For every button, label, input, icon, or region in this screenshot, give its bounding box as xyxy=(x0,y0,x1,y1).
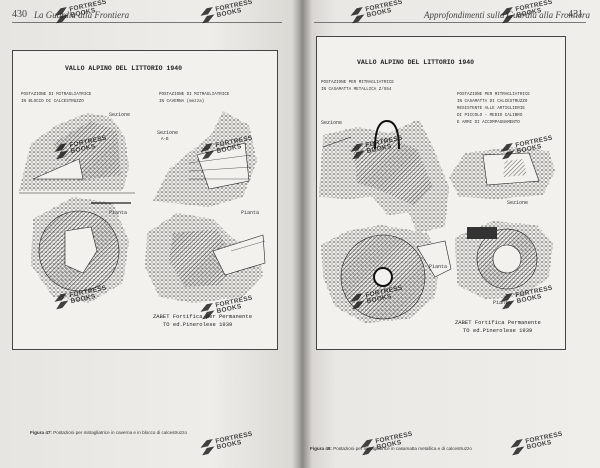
fortress-books-icon xyxy=(53,143,70,160)
plate-credit: TO ed.Pinerolese 1939 xyxy=(463,327,533,334)
label-postazione: POSTAZIONE PER MITRAGLIATRICE xyxy=(457,93,530,97)
caption-label: Figura 48: xyxy=(310,446,332,451)
label-postazione: POSTAZIONE DI MITRAGLIATRICE xyxy=(21,93,92,97)
label-postazione: IN CASAMATTA DI CALCESTRUZZO xyxy=(457,100,528,104)
fortress-books-icon xyxy=(499,143,516,160)
fortress-books-icon xyxy=(53,293,70,310)
fortification-drawing xyxy=(319,119,555,323)
label-sezione: Sezione xyxy=(109,112,131,118)
plate-credit: ZABET Fortifica Permanente xyxy=(455,319,541,326)
plate-title: VALLO ALPINO DEL LITTORIO 1940 xyxy=(357,59,475,66)
plate-credit: TO ed.Pinerolese 1939 xyxy=(163,321,233,328)
figure-plate: VALLO ALPINO DEL LITTORIO 1940 POSTAZION… xyxy=(316,36,566,350)
fortress-books-icon xyxy=(499,7,516,24)
fortress-books-icon xyxy=(199,143,216,160)
label-sezione: Sezione xyxy=(321,120,343,126)
plan-metal-drawing xyxy=(321,225,452,323)
fortress-books-icon xyxy=(349,7,366,24)
label-postazione: IN CASAMATTA METALLICA Z/554 xyxy=(321,88,392,92)
fortress-books-icon xyxy=(53,7,70,24)
caption-text: Postazioni per mitragliatrice in casamat… xyxy=(333,446,472,451)
label-postazione: DI PICCOLO - MEDIO CALIBRO xyxy=(457,114,523,118)
page-number: 431 xyxy=(568,9,583,20)
label-postazione: IN BLOCCO DI CALCESTRUZZO xyxy=(21,100,84,104)
book-gutter xyxy=(292,0,312,468)
section-block-drawing xyxy=(19,113,135,194)
fortress-books-icon xyxy=(199,439,216,456)
fortress-books-icon xyxy=(349,293,366,310)
label-postazione: POSTAZIONE PER MITRAGLIATRICE xyxy=(321,81,394,85)
running-head: La Guardia alla Frontiera xyxy=(34,10,130,20)
label-postazione: E ARMI DI ACCOMPAGNAMENTO xyxy=(457,121,520,125)
section-metal-drawing xyxy=(319,119,449,233)
page-number: 430 xyxy=(12,9,27,20)
plan-cavern-drawing xyxy=(145,213,266,303)
section-cavern-drawing xyxy=(153,111,257,207)
plan-block-drawing xyxy=(31,197,129,303)
header-rule xyxy=(12,22,282,23)
label-sezione: A-B xyxy=(161,138,169,142)
label-pianta: Pianta xyxy=(429,264,448,270)
caption-label: Figura 47: xyxy=(30,430,52,435)
figure-caption: Figura 47: Postazioni per mitragliatrice… xyxy=(30,430,187,435)
label-postazione: RESISTENTE ALLE ARTIGLIERIE xyxy=(457,107,525,111)
fortress-books-icon xyxy=(509,439,526,456)
left-page: 430 La Guardia alla Frontiera xyxy=(0,0,300,468)
label-pianta: Pianta xyxy=(493,300,512,306)
right-page: Approfondimenti sulla Guardia alla Front… xyxy=(300,0,600,468)
label-sezione: Sezione xyxy=(157,130,179,136)
running-head: Approfondimenti sulla Guardia alla Front… xyxy=(424,10,590,20)
fortress-books-icon xyxy=(199,303,216,320)
fortress-books-icon xyxy=(499,293,516,310)
plate-credit: ZABET Fortifica per Permanente xyxy=(153,313,253,320)
header-rule xyxy=(314,22,586,23)
fortress-books-icon xyxy=(199,7,216,24)
plan-concrete-drawing xyxy=(455,221,553,299)
fortress-books-icon xyxy=(349,143,366,160)
label-pianta: Pianta xyxy=(241,210,260,216)
plate-title: VALLO ALPINO DEL LITTORIO 1940 xyxy=(65,65,183,72)
caption-text: Postazioni per mitragliatrice in caverna… xyxy=(53,430,188,435)
fortress-books-icon xyxy=(359,439,376,456)
label-sezione: Sezione xyxy=(507,200,529,206)
figure-caption: Figura 48: Postazioni per mitragliatrice… xyxy=(310,446,472,451)
label-pianta: Pianta xyxy=(109,210,128,216)
fortification-drawing xyxy=(19,111,266,303)
label-postazione: POSTAZIONE DI MITRAGLIATRICE xyxy=(159,93,230,97)
section-concrete-drawing xyxy=(449,147,555,199)
label-postazione: IN CAVERNA (mezza) xyxy=(159,100,205,104)
